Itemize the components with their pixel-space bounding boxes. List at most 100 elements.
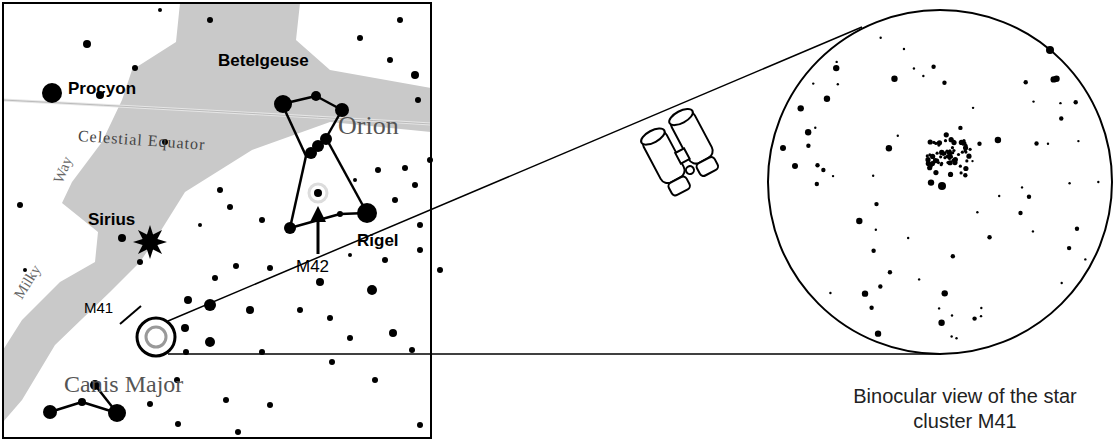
field-star <box>1047 143 1049 145</box>
leader-line <box>120 306 141 324</box>
star <box>337 211 343 217</box>
field-star <box>932 141 935 144</box>
star <box>212 275 218 281</box>
star-name: Sirius <box>88 211 135 228</box>
field-star <box>980 307 982 309</box>
star <box>409 347 415 353</box>
field-star <box>879 37 881 39</box>
star <box>42 83 62 103</box>
constellation-name: Canis Major <box>64 372 183 396</box>
star <box>246 306 254 314</box>
field-star <box>1074 100 1078 104</box>
field-star <box>856 218 862 224</box>
field-star <box>936 152 939 155</box>
field-star <box>995 137 1001 143</box>
field-star <box>972 107 974 109</box>
field-star <box>944 132 949 137</box>
field-star <box>1021 186 1023 188</box>
star <box>158 8 162 12</box>
star <box>184 296 192 304</box>
star <box>347 335 353 341</box>
field-star <box>875 330 881 336</box>
star-name: Betelgeuse <box>218 52 309 69</box>
star <box>402 165 408 171</box>
field-star <box>928 139 933 144</box>
star-name: Rigel <box>357 232 399 249</box>
star <box>437 267 443 273</box>
field-star <box>946 161 949 164</box>
field-star <box>928 153 931 156</box>
field-star <box>942 81 946 85</box>
field-star <box>829 292 831 294</box>
field-star <box>918 278 920 280</box>
field-star <box>931 65 935 69</box>
field-star <box>922 75 924 77</box>
field-star <box>964 150 967 153</box>
star <box>415 97 421 103</box>
star <box>43 405 57 419</box>
field-star <box>977 142 981 146</box>
field-star <box>1077 140 1079 142</box>
field-star <box>925 157 930 162</box>
field-star <box>953 157 958 162</box>
star <box>235 429 241 435</box>
star <box>284 222 296 234</box>
star <box>259 349 265 355</box>
cluster-marker <box>146 327 166 347</box>
field-star <box>1075 227 1079 231</box>
star <box>137 259 143 265</box>
zoom-line <box>168 353 940 355</box>
field-star <box>948 156 951 159</box>
field-star <box>1046 46 1054 54</box>
field-star <box>805 129 811 135</box>
star <box>83 40 91 48</box>
star <box>17 202 23 208</box>
field-star <box>936 159 939 162</box>
field-star <box>938 307 940 309</box>
field-star <box>814 127 816 129</box>
star <box>417 422 423 428</box>
constellation-line <box>326 138 367 213</box>
field-star <box>948 172 953 177</box>
star <box>427 157 433 163</box>
chart-frame <box>3 3 431 438</box>
field-star <box>1059 116 1063 120</box>
field-star <box>862 290 868 296</box>
field-star <box>937 140 942 145</box>
field-star <box>815 163 819 167</box>
star <box>223 397 229 403</box>
field-star <box>961 151 964 154</box>
star <box>327 315 333 321</box>
field-star <box>951 146 954 149</box>
field-star <box>940 162 943 165</box>
field-star <box>1050 76 1056 82</box>
field-star <box>888 270 892 274</box>
field-star <box>878 284 882 288</box>
field-star <box>833 65 839 71</box>
field-star <box>821 168 825 172</box>
field-star <box>886 145 892 151</box>
star <box>274 95 292 113</box>
field-star <box>938 182 946 190</box>
binoculars-icon <box>637 106 724 199</box>
field-star <box>951 314 953 316</box>
star <box>357 203 377 223</box>
field-star <box>832 175 834 177</box>
field-star <box>965 159 968 162</box>
field-star <box>950 335 952 337</box>
star <box>417 247 423 253</box>
field-star <box>963 166 968 171</box>
star <box>207 17 213 23</box>
cluster-marker <box>137 318 175 356</box>
field-star <box>897 134 899 136</box>
field-star <box>1097 181 1099 183</box>
field-star <box>812 82 814 84</box>
field-star <box>964 144 967 147</box>
field-star <box>969 148 972 151</box>
object-name: M42 <box>296 258 329 275</box>
field-star <box>951 254 955 258</box>
field-star <box>962 139 965 142</box>
star <box>412 182 418 188</box>
zoom-line <box>168 27 862 321</box>
field-star <box>980 315 982 317</box>
